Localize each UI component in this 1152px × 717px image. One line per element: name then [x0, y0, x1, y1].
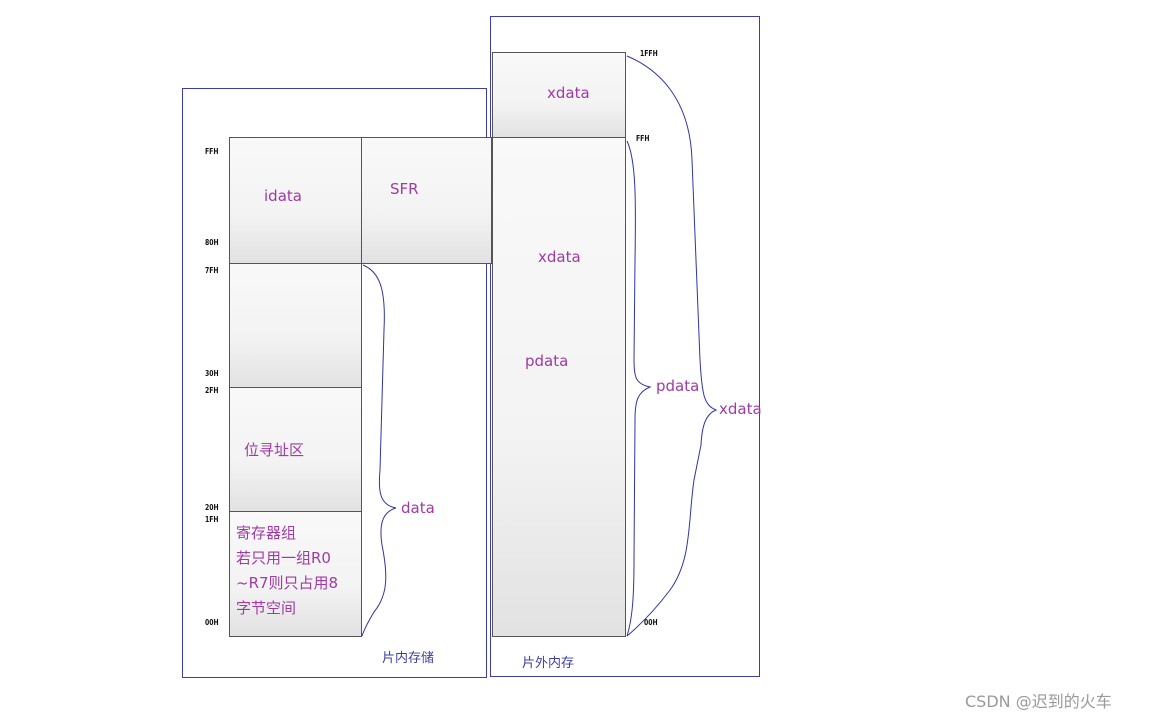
ext-addr-ffh: FFH — [636, 134, 650, 143]
addr-80h: 80H — [205, 238, 219, 247]
external-top-xdata-label: xdata — [547, 84, 590, 102]
bit-addressable-cell — [229, 387, 362, 512]
general-ram-cell — [229, 263, 362, 388]
external-memory-caption: 片外内存 — [522, 656, 575, 671]
idata-cell — [229, 137, 362, 264]
external-pdata-brace-label: pdata — [656, 377, 700, 395]
addr-7fh: 7FH — [205, 266, 219, 275]
internal-data-brace-label: data — [401, 499, 435, 517]
addr-00h: 00H — [205, 618, 219, 627]
sfr-cell — [361, 137, 492, 264]
register-bank-label: 寄存器组 若只用一组R0 ~R7则只占用8 字节空间 — [236, 521, 338, 621]
addr-2fh: 2FH — [205, 386, 219, 395]
bit-area-label: 位寻址区 — [244, 441, 305, 459]
internal-memory-frame — [182, 88, 487, 678]
register-bank-cell — [229, 511, 362, 637]
addr-20h: 20H — [205, 503, 219, 512]
addr-30h: 30H — [205, 369, 219, 378]
register-bank-line-4: 字节空间 — [236, 599, 297, 617]
register-bank-line-2: 若只用一组R0 — [236, 549, 331, 567]
internal-memory-caption: 片内存储 — [382, 651, 435, 666]
watermark-text: CSDN @迟到的火车 — [965, 692, 1112, 711]
register-bank-line-1: 寄存器组 — [236, 524, 297, 542]
external-memory-frame — [490, 16, 760, 677]
register-bank-line-3: ~R7则只占用8 — [236, 574, 339, 592]
external-xdata-brace-label: xdata — [719, 400, 762, 418]
external-main-pdata-label: pdata — [525, 352, 569, 370]
external-top-xdata-cell — [492, 52, 626, 138]
addr-ffh: FFH — [205, 147, 219, 156]
ext-addr-1ffh: 1FFH — [640, 49, 658, 58]
idata-label: idata — [264, 187, 302, 205]
external-main-cell — [492, 137, 626, 637]
ext-addr-00h: 00H — [644, 618, 658, 627]
addr-1fh: 1FH — [205, 515, 219, 524]
external-main-xdata-label: xdata — [538, 248, 581, 266]
sfr-label: SFR — [390, 180, 419, 198]
